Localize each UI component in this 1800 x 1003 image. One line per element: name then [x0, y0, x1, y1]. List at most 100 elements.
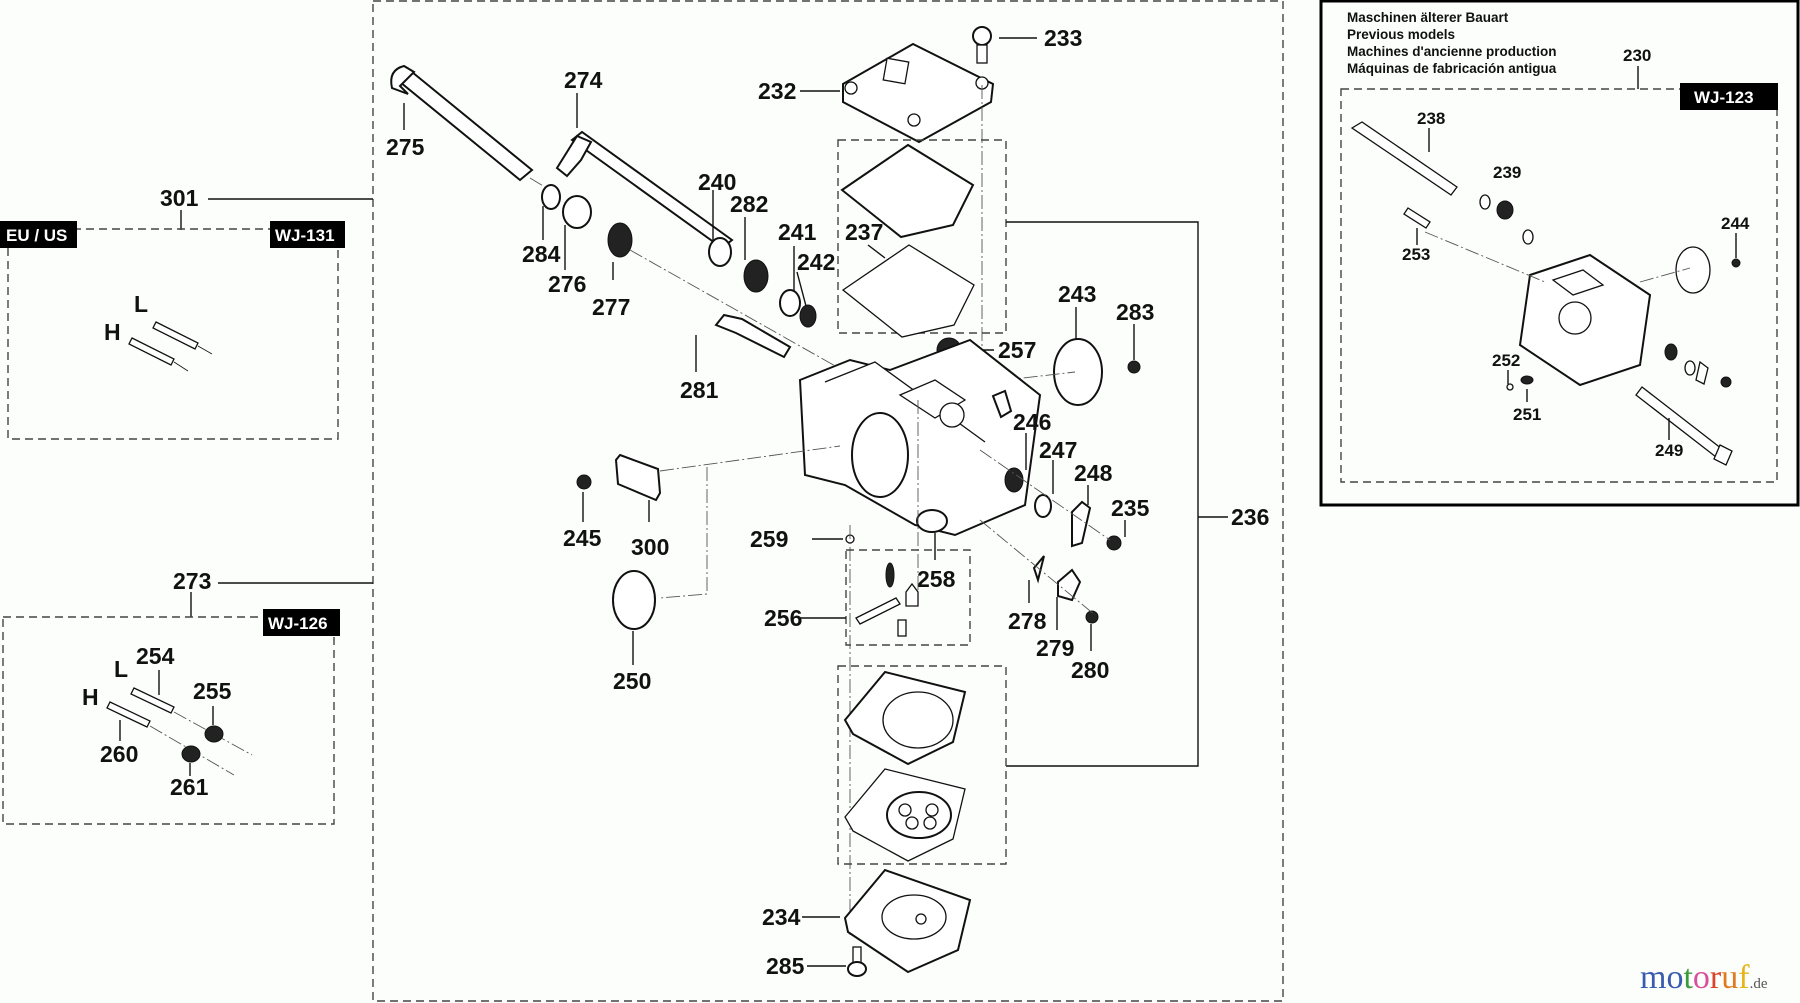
part-label-243[interactable]: 243 [1058, 281, 1096, 307]
spring-255[interactable] [204, 725, 224, 743]
part-label-280[interactable]: 280 [1071, 657, 1109, 683]
part-label-248[interactable]: 248 [1074, 460, 1113, 486]
part-label-235[interactable]: 235 [1111, 495, 1150, 521]
part-label-276[interactable]: 276 [548, 271, 586, 297]
part-label-238[interactable]: 238 [1417, 109, 1445, 128]
gasket-237b[interactable] [841, 244, 975, 338]
part-label-242[interactable]: 242 [797, 249, 835, 275]
part-label-250[interactable]: 250 [613, 668, 651, 694]
washer-241[interactable] [779, 289, 801, 317]
choke-disc-250[interactable] [612, 570, 656, 630]
part-label-278[interactable]: 278 [1008, 608, 1047, 634]
part-label-233[interactable]: 233 [1044, 25, 1082, 51]
wj123-frame [1340, 88, 1778, 483]
seal-242[interactable] [799, 304, 817, 328]
lever-279[interactable] [1057, 568, 1082, 602]
part-label-236[interactable]: 236 [1231, 504, 1269, 530]
clip-278[interactable] [1032, 555, 1045, 584]
part-label-241[interactable]: 241 [778, 219, 817, 245]
part-label-258[interactable]: 258 [917, 566, 956, 592]
ring-284[interactable] [541, 184, 561, 210]
part-label-249[interactable]: 249 [1655, 441, 1683, 460]
part-label-244[interactable]: 244 [1721, 214, 1750, 233]
part-label-260[interactable]: 260 [100, 741, 138, 767]
screw-245[interactable] [576, 474, 592, 490]
wm-letter-f: f [1738, 959, 1750, 996]
part-label-247[interactable]: 247 [1039, 437, 1077, 463]
screw-280[interactable] [1085, 610, 1099, 624]
gasket-237a[interactable] [840, 143, 975, 239]
part-label-279[interactable]: 279 [1036, 635, 1074, 661]
part-label-255[interactable]: 255 [193, 678, 232, 704]
pump-cover-232[interactable] [842, 42, 995, 144]
bracket-236 [1006, 221, 1199, 767]
part-label-239[interactable]: 239 [1493, 163, 1521, 182]
shaft-238[interactable] [1350, 121, 1458, 196]
seal-246[interactable] [1004, 467, 1024, 493]
svg-text:motoruf.de: motoruf.de [1640, 959, 1768, 996]
jet-screw-L[interactable] [152, 321, 213, 355]
part-label-252[interactable]: 252 [1492, 351, 1520, 370]
spring-261[interactable] [181, 745, 201, 763]
jet-260[interactable] [106, 701, 151, 728]
oring-258[interactable] [916, 509, 948, 533]
part-label-259[interactable]: 259 [750, 526, 788, 552]
part-label-282[interactable]: 282 [730, 191, 768, 217]
screw-281[interactable] [714, 313, 792, 359]
part-label-273[interactable]: 273 [173, 568, 211, 594]
part-label-274[interactable]: 274 [564, 67, 603, 93]
wm-letter-o: o [1666, 959, 1683, 996]
part-label-232[interactable]: 232 [758, 78, 796, 104]
part-label-237[interactable]: 237 [845, 219, 883, 245]
part-label-234[interactable]: 234 [762, 904, 801, 930]
part-label-301[interactable]: 301 [160, 185, 199, 211]
spring-282[interactable] [743, 259, 769, 293]
shaft-274[interactable] [570, 130, 734, 250]
shaft-275[interactable] [398, 70, 534, 182]
part-label-284[interactable]: 284 [522, 241, 561, 267]
spring-277[interactable] [607, 222, 633, 258]
plate-243[interactable] [1053, 338, 1103, 406]
screw-253[interactable] [1403, 207, 1431, 229]
part-label-275[interactable]: 275 [386, 134, 425, 160]
carb-body[interactable] [798, 338, 1042, 537]
cam-276[interactable] [562, 195, 592, 229]
badge-wj131-text: WJ-131 [275, 226, 335, 245]
needle-kit-256-frame [845, 549, 971, 646]
screw-233[interactable] [972, 26, 992, 46]
part-label-230[interactable]: 230 [1623, 46, 1651, 65]
spring-251[interactable] [1520, 375, 1534, 385]
badge-wj131 [270, 221, 345, 248]
throttle-plate-300[interactable] [614, 453, 662, 502]
part-label-300[interactable]: 300 [631, 534, 669, 560]
part-label-253[interactable]: 253 [1402, 245, 1430, 264]
spring-239[interactable] [1496, 200, 1514, 220]
part-label-256[interactable]: 256 [764, 605, 802, 631]
screw-235[interactable] [1106, 535, 1122, 551]
lever-248[interactable] [1071, 500, 1092, 548]
badge-eu-us-text: EU / US [6, 226, 67, 245]
previous-models-frame [1319, 0, 1800, 507]
part-label-246[interactable]: 246 [1013, 409, 1051, 435]
part-label-277[interactable]: 277 [592, 294, 630, 320]
jet-screw-H[interactable] [128, 337, 189, 372]
group-eu-us-wj131: 301 EU / US WJ-131 L H [0, 185, 373, 440]
part-label-254[interactable]: 254 [136, 643, 175, 669]
jet-254[interactable] [130, 687, 175, 714]
part-label-257[interactable]: 257 [998, 337, 1036, 363]
needle-lever-256[interactable] [855, 597, 901, 625]
washer-240[interactable] [708, 237, 732, 267]
ball-252[interactable] [1506, 383, 1514, 391]
part-label-261[interactable]: 261 [170, 774, 209, 800]
part-label-281[interactable]: 281 [680, 377, 719, 403]
part-label-283[interactable]: 283 [1116, 299, 1154, 325]
screw-283[interactable] [1127, 360, 1141, 374]
part-label-240[interactable]: 240 [698, 169, 736, 195]
part-label-245[interactable]: 245 [563, 525, 602, 551]
main-assembly-frame [372, 0, 1284, 1002]
part-label-285[interactable]: 285 [766, 953, 805, 979]
part-label-251[interactable]: 251 [1513, 405, 1541, 424]
plate-244[interactable] [1675, 246, 1711, 294]
ring-247[interactable] [1034, 494, 1052, 518]
